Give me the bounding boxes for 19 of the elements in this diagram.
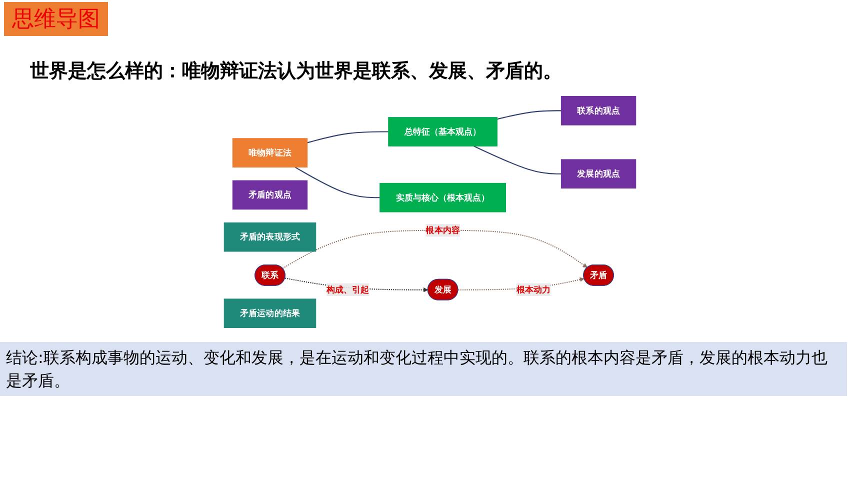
edge-label: 根本内容 — [426, 225, 460, 236]
node-box: 矛盾的观点 — [232, 180, 308, 210]
connector — [294, 166, 380, 198]
conclusion-note: 结论:联系构成事物的运动、变化和发展，是在运动和变化过程中实现的。联系的根本内容是矛盾，发展的根本动力也是矛盾。 — [0, 342, 847, 396]
connector — [307, 131, 388, 144]
connector — [497, 110, 562, 120]
node-box: 矛盾的表现形式 — [224, 222, 316, 252]
node-box: 矛盾运动的结果 — [224, 298, 316, 328]
arrow — [282, 230, 588, 269]
node-box: 联系的观点 — [560, 96, 636, 126]
node-box: 唯物辩证法 — [232, 138, 308, 168]
edge-label: 根本动力 — [516, 284, 551, 294]
intro-sentence: 世界是怎么样的：唯物辩证法认为世界是联系、发展、矛盾的。 — [30, 59, 562, 84]
node-box: 实质与核心（根本观点） — [380, 182, 506, 212]
edge-label: 构成、引起 — [326, 284, 370, 294]
node-box: 总特征（基本观点） — [388, 117, 498, 146]
title-banner: 思维导图 — [4, 2, 108, 36]
connector — [474, 146, 562, 174]
node-box: 发展的观点 — [560, 159, 636, 189]
